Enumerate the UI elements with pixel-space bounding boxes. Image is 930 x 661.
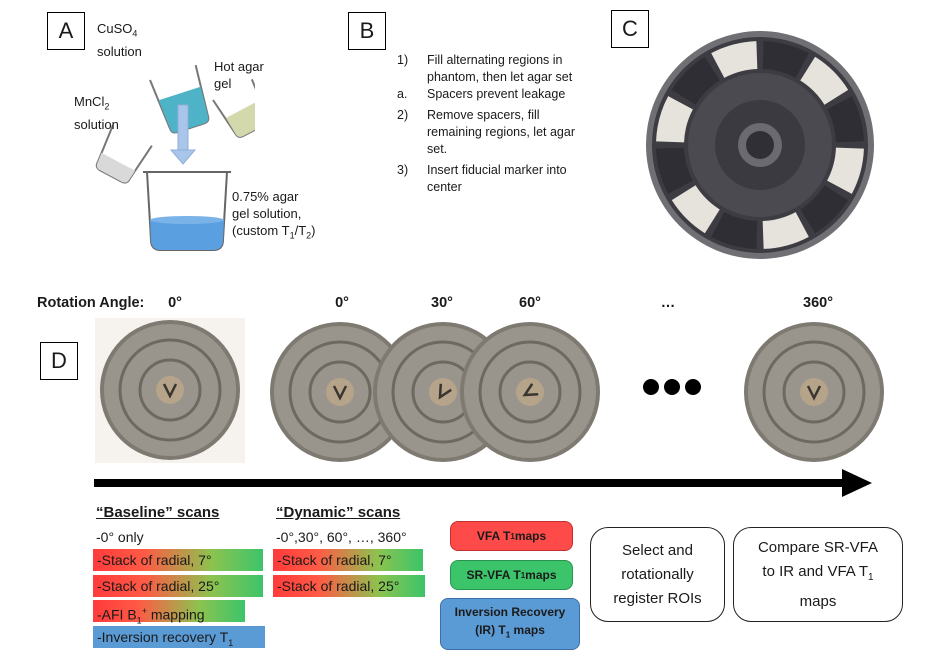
phantom-segment (656, 96, 693, 143)
phantom-segment (800, 185, 849, 234)
agar-beaker-icon (212, 78, 255, 138)
result-beaker-icon (143, 171, 231, 251)
baseline-inversion-recovery: -Inversion recovery T1 (93, 626, 265, 648)
angle-label: 30° (431, 295, 453, 311)
panel-label-c: C (611, 10, 649, 48)
cuso4-label: CuSO4 solution (97, 21, 142, 59)
angle-label: 0° (168, 295, 182, 311)
result-label: 0.75% agar gel solution, (custom T1/T2) (232, 189, 316, 241)
ir-t1-maps-pill: Inversion Recovery (IR) T1 maps (440, 598, 580, 650)
phantom-segment (762, 41, 809, 78)
angle-label: 60° (519, 295, 541, 311)
phantom-segment (671, 185, 720, 234)
mncl2-label: MnCl2 solution (74, 94, 119, 132)
baseline-radial-25: -Stack of radial, 25° (93, 575, 263, 597)
phantom-segment (711, 212, 758, 249)
phantom-segment (762, 212, 809, 249)
baseline-scans-title: “Baseline” scans (96, 504, 220, 521)
rotation-angle-label: Rotation Angle: (37, 295, 145, 311)
phantom-segment (827, 96, 864, 143)
ellipsis-dots-icon (643, 379, 701, 395)
panel-label-d: D (40, 342, 78, 380)
baseline-radial-7: -Stack of radial, 7° (93, 549, 263, 571)
phantom-disk-0 (270, 322, 410, 462)
timeline-arrow-icon (94, 469, 872, 497)
step-3: 3)Insert fiducial marker into center (397, 163, 567, 194)
phantom-photo-series (270, 322, 600, 462)
step-2: 2)Remove spacers, fill remaining regions… (397, 108, 575, 156)
panel-label-a: A (47, 12, 85, 50)
phantom-disk-60 (460, 322, 600, 462)
agar-preparation-illustration (95, 64, 255, 251)
dynamic-radial-25: -Stack of radial, 25° (273, 575, 425, 597)
phantom-photo-baseline (95, 318, 245, 463)
phantom-segment (827, 147, 864, 194)
phantom-segment (671, 56, 720, 105)
phantom-segment (711, 41, 758, 78)
baseline-afi-mapping: -AFI B1+ mapping (93, 600, 245, 625)
procedure-steps: 1)Fill alternating regions in phantom, t… (397, 52, 587, 196)
phantom-segment (656, 147, 693, 194)
baseline-scans-subtitle: -0° only (96, 529, 144, 545)
dynamic-scans-title: “Dynamic” scans (276, 504, 401, 521)
step-1: 1)Fill alternating regions in phantom, t… (397, 53, 573, 84)
panel-label-b: B (348, 12, 386, 50)
dynamic-scans-subtitle: -0°,30°, 60°, …, 360° (276, 529, 407, 545)
angle-label: 0° (335, 295, 349, 311)
step-1a: a.Spacers prevent leakage (397, 87, 566, 101)
phantom-render (646, 31, 874, 259)
mncl2-beaker-icon (95, 124, 153, 184)
phantom-disk-360 (744, 322, 884, 462)
angle-label: … (660, 295, 676, 311)
angle-label: 360° (803, 295, 833, 311)
dynamic-radial-7: -Stack of radial, 7° (273, 549, 423, 571)
compare-maps-box: Compare SR-VFA to IR and VFA T1 maps (733, 527, 903, 622)
phantom-segment (800, 56, 849, 105)
down-arrow-icon (169, 104, 197, 165)
